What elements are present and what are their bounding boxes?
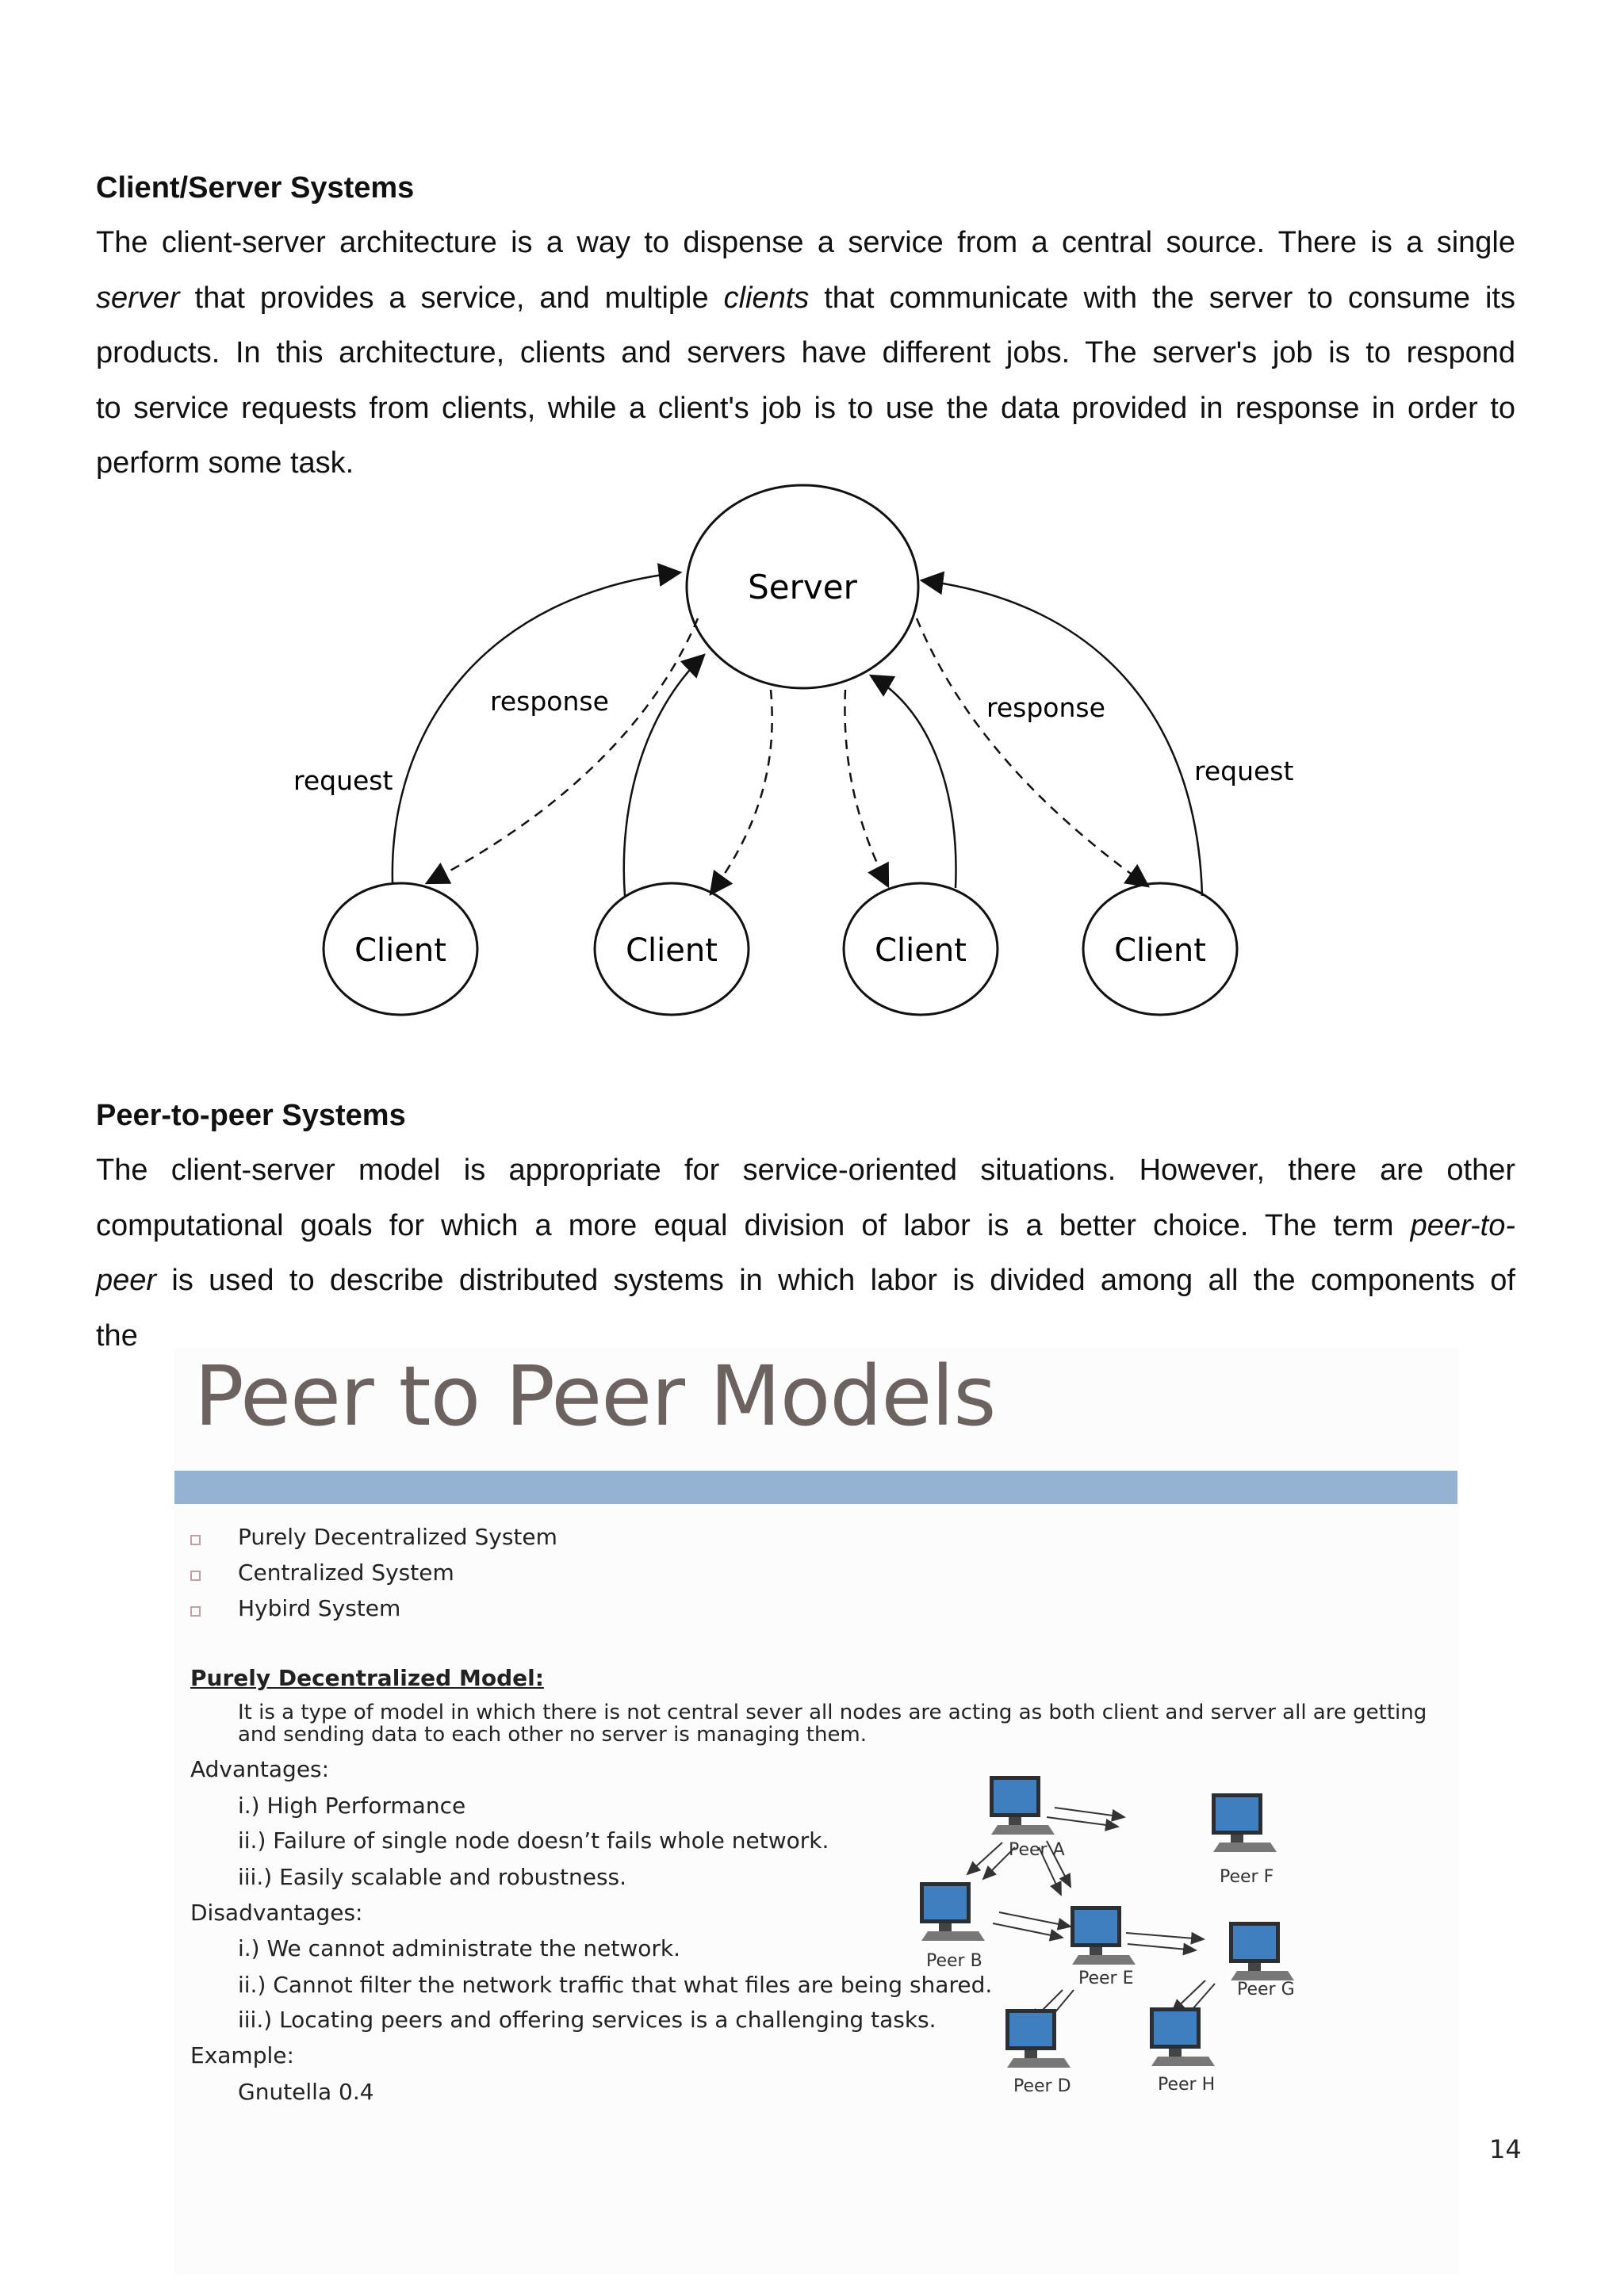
model-description: and sending data to each other no server…: [238, 1723, 868, 1747]
request-label: request: [1194, 756, 1294, 786]
peer-link-arrow: [1170, 1980, 1206, 2014]
disadvantage-item: ii.) Cannot filter the network traffic t…: [238, 1972, 993, 1998]
peer-link-arrow: [1046, 1816, 1120, 1831]
client-node: [842, 882, 999, 1016]
client-node: [322, 882, 479, 1016]
section-heading-client-server: Client/Server Systems: [96, 171, 415, 205]
client-server-paragraph: The client-server architecture is a way …: [96, 216, 1515, 492]
slide-bullet: Hybird System: [238, 1595, 401, 1621]
slide-bullet: Purely Decentralized System: [238, 1524, 557, 1550]
server-node: [685, 484, 920, 690]
peer-link-arrow: [1038, 1846, 1062, 1896]
response-arrow: [844, 689, 890, 889]
peer-label: Peer G: [1237, 1980, 1295, 1999]
italic-term-clients: clients: [723, 281, 810, 315]
peer-label: Peer B: [926, 1951, 982, 1971]
slide-title-bar: [174, 1471, 1457, 1504]
model-heading: Purely Decentralized Model:: [190, 1665, 544, 1691]
paragraph-line: perform some task.: [96, 446, 354, 480]
peer-link-arrow: [966, 1842, 1003, 1876]
page-number: 14: [1489, 2134, 1522, 2164]
advantages-label: Advantages:: [190, 1756, 330, 1782]
section-heading-peer-to-peer: Peer-to-peer Systems: [96, 1099, 406, 1132]
text-span: computational goals for which a more equ…: [96, 1208, 1411, 1242]
peer-link-arrow: [998, 1911, 1072, 1931]
response-arrow: [424, 618, 699, 885]
computer-icon: [990, 1776, 1055, 1835]
peer-to-peer-paragraph: The client-server model is appropriate f…: [96, 1143, 1515, 1364]
advantage-item: iii.) Easily scalable and robustness.: [238, 1864, 627, 1890]
slide-title: Peer to Peer Models: [194, 1348, 996, 1445]
peer-label: Peer E: [1078, 1969, 1134, 1988]
slide-bullet: Centralized System: [238, 1559, 454, 1586]
response-label: response: [986, 692, 1105, 723]
bullet-icon: [190, 1571, 201, 1581]
italic-term-peer: peer: [96, 1264, 157, 1297]
example-value: Gnutella 0.4: [238, 2079, 374, 2105]
request-arrow: [622, 653, 706, 897]
peer-to-peer-slide-image: Peer to Peer Models Purely Decentralized…: [174, 1348, 1459, 2275]
peer-label: Peer D: [1013, 2076, 1071, 2096]
model-description: It is a type of model in which there is …: [238, 1701, 1427, 1724]
request-arrow: [391, 563, 683, 884]
text-span: that provides a service, and multiple: [179, 281, 724, 315]
client-server-diagram: Server Client Client Client Client respo…: [293, 484, 1294, 1016]
peer-label: Peer A: [1009, 1840, 1065, 1860]
peer-label: Peer H: [1158, 2075, 1215, 2095]
peer-link-arrow: [982, 1846, 1016, 1881]
paragraph-line: computational goals for which a more equ…: [96, 1199, 1515, 1254]
paragraph-line: server that provides a service, and mult…: [96, 271, 1515, 327]
paragraph-line: The client-server model is appropriate f…: [96, 1154, 1515, 1187]
request-arrow: [868, 674, 957, 889]
peer-link-arrow: [1127, 1942, 1197, 1956]
peer-link-arrow: [1046, 1840, 1071, 1888]
request-arrow: [919, 571, 1204, 897]
client-label: Client: [626, 932, 718, 969]
client-node: [593, 882, 750, 1016]
request-label: request: [293, 765, 393, 796]
bullet-icon: [190, 1606, 201, 1617]
example-label: Example:: [190, 2042, 294, 2068]
text-span: that communicate with the server to cons…: [809, 281, 1515, 315]
peer-network-diagram: Peer A Peer F Peer B Peer E Peer G Peer …: [920, 1776, 1295, 2096]
computer-icon: [1071, 1906, 1136, 1965]
peer-link-arrow: [1054, 1807, 1126, 1822]
client-label: Client: [875, 932, 967, 969]
client-node: [1082, 882, 1239, 1016]
disadvantages-label: Disadvantages:: [190, 1900, 363, 1926]
client-label: Client: [1114, 932, 1206, 969]
paragraph-line: products. In this architecture, clients …: [96, 336, 1515, 369]
paragraph-line: to service requests from clients, while …: [96, 391, 1515, 425]
peer-link-arrow: [1125, 1931, 1205, 1945]
computer-icon: [1005, 2009, 1071, 2068]
peer-label: Peer F: [1220, 1867, 1274, 1887]
bullet-icon: [190, 1535, 201, 1545]
response-arrow: [709, 689, 773, 897]
response-arrow: [915, 618, 1151, 888]
computer-icon: [1229, 1922, 1294, 1980]
italic-term-peer-to-peer: peer-to-: [1410, 1208, 1515, 1242]
computer-icon: [1212, 1793, 1277, 1852]
computer-icon: [920, 1882, 985, 1941]
advantage-item: i.) High Performance: [238, 1793, 466, 1819]
paragraph-line: the: [96, 1318, 138, 1353]
response-label: response: [490, 686, 609, 717]
client-label: Client: [354, 932, 446, 969]
server-label: Server: [748, 568, 857, 607]
computer-icon: [1150, 2007, 1215, 2066]
advantage-item: ii.) Failure of single node doesn’t fail…: [238, 1827, 829, 1854]
italic-term-server: server: [96, 281, 180, 315]
peer-link-arrow: [992, 1923, 1064, 1942]
disadvantage-item: i.) We cannot administrate the network.: [238, 1935, 681, 1961]
paragraph-line: The client-server architecture is a way …: [96, 226, 1515, 259]
disadvantage-item: iii.) Locating peers and offering servic…: [238, 2007, 936, 2033]
text-span: is used to describe distributed systems …: [156, 1264, 1515, 1297]
paragraph-line: peer is used to describe distributed sys…: [96, 1253, 1515, 1309]
